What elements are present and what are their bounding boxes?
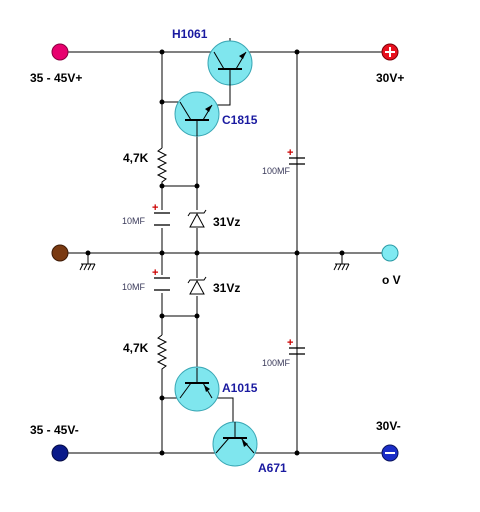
resistor-top — [156, 147, 168, 186]
zener-diode-top — [187, 209, 207, 228]
transistor-c1815-label: C1815 — [222, 113, 258, 127]
zener-top-label: 31Vz — [213, 215, 240, 229]
input-neg-label: 35 - 45V- — [30, 423, 79, 437]
resistor-top-label: 4,7K — [123, 151, 149, 165]
transistor-c1815 — [174, 91, 220, 137]
transistor-a671-label: A671 — [258, 461, 287, 475]
ground-input-terminal — [51, 244, 69, 262]
output-neg-terminal — [381, 444, 399, 462]
polarity-plus-10mf-bottom: + — [152, 267, 158, 279]
polarity-plus-100mf-bottom: + — [287, 337, 293, 349]
capacitor-100mf-bottom-label: 100MF — [262, 358, 291, 368]
transistor-h1061-label: H1061 — [172, 27, 208, 41]
capacitor-10mf-bottom-label: 10MF — [122, 282, 146, 292]
transistor-a1015-label: A1015 — [222, 381, 258, 395]
capacitor-10mf-top-label: 10MF — [122, 216, 146, 226]
input-neg-terminal — [51, 444, 69, 462]
zener-bottom-label: 31Vz — [213, 281, 240, 295]
transistor-h1061 — [207, 40, 253, 86]
ground-symbol-left — [79, 263, 96, 271]
capacitor-100mf-top-label: 100MF — [262, 166, 291, 176]
capacitor-10mf-top — [154, 212, 170, 226]
output-zero-terminal — [381, 244, 399, 262]
output-pos-terminal — [381, 43, 399, 61]
ground-symbol-right — [333, 263, 350, 271]
output-pos-label: 30V+ — [376, 71, 404, 85]
transistor-a671 — [212, 421, 258, 467]
capacitor-100mf-bottom — [289, 347, 305, 355]
capacitor-100mf-top — [289, 157, 305, 165]
transistor-a1015 — [174, 366, 220, 412]
resistor-bottom — [156, 334, 168, 372]
zener-diode-bottom — [187, 276, 207, 295]
polarity-plus-100mf-top: + — [287, 147, 293, 159]
capacitor-10mf-bottom — [154, 277, 170, 291]
polarity-plus-10mf-top: + — [152, 202, 158, 214]
resistor-bottom-label: 4,7K — [123, 341, 149, 355]
output-neg-label: 30V- — [376, 419, 401, 433]
junction-dots — [85, 49, 345, 456]
input-pos-label: 35 - 45V+ — [30, 71, 82, 85]
output-zero-label: o V — [382, 273, 401, 287]
input-pos-terminal — [51, 43, 69, 61]
